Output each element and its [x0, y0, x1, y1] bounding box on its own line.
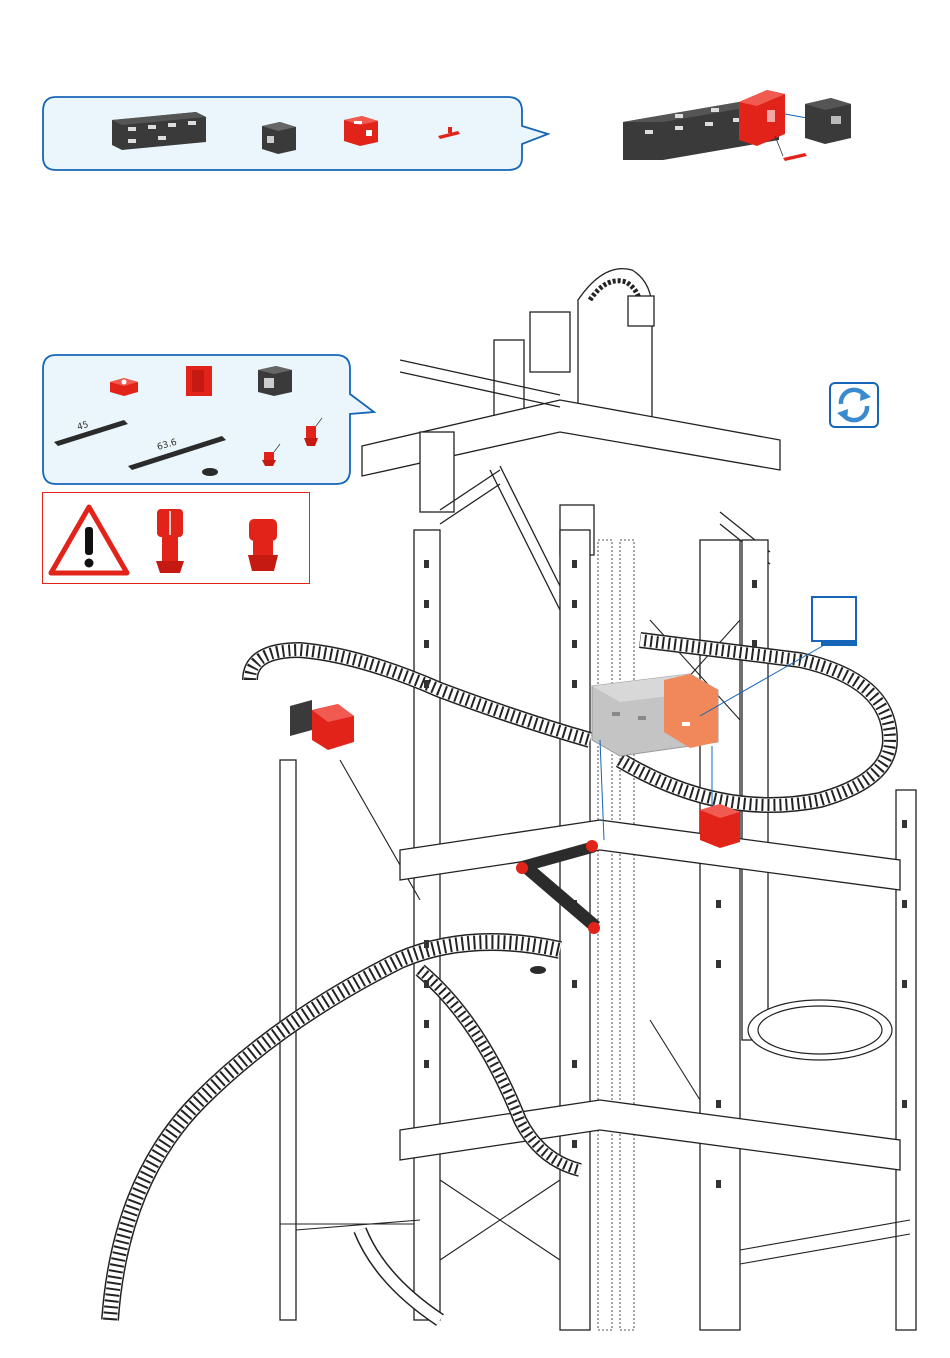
warning-box: [42, 492, 310, 584]
marble-track-upper: [250, 640, 890, 805]
warning-triangle-icon: [51, 507, 127, 573]
black-washer-placed: [530, 966, 546, 974]
bushing-incorrect-icon: [248, 519, 278, 571]
parts-callout-2: 45 63.6: [40, 352, 385, 488]
parts-callout-1: [40, 94, 560, 174]
column-holes: [424, 560, 907, 1188]
step-number-box: [811, 596, 861, 652]
rotate-view-button[interactable]: [829, 382, 879, 428]
black-washer: [202, 468, 218, 476]
red-angle-bracket: [186, 366, 212, 396]
marble-track-lower: [110, 942, 892, 1320]
ghost-beam-assembly: [592, 674, 718, 756]
black-cube-block: [262, 122, 296, 154]
red-bracket-right: [700, 804, 740, 848]
black-strut-assembly: [516, 840, 600, 934]
bushing-correct-icon: [156, 509, 184, 573]
black-red-block-left: [290, 700, 354, 750]
rotate-icon: [831, 384, 877, 426]
red-angle-block: [344, 116, 378, 146]
middle-floors: [400, 820, 900, 1170]
assembly-preview: [615, 80, 875, 180]
leader-line-pin: [600, 740, 604, 840]
top-gear-assembly: [494, 269, 654, 420]
leader-line-step: [700, 644, 826, 716]
upper-frame: [362, 360, 780, 610]
black-cube-block: [258, 366, 292, 396]
cross-bracing: [280, 620, 910, 1264]
